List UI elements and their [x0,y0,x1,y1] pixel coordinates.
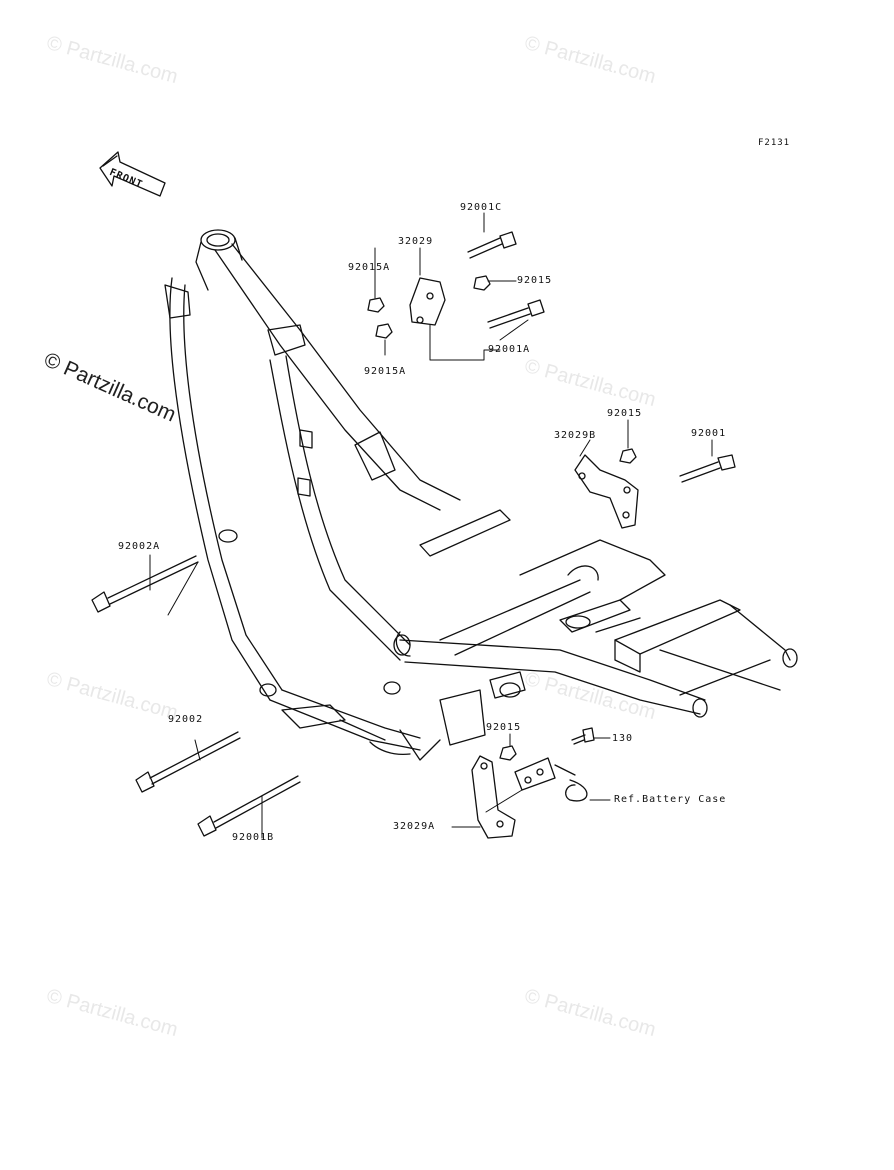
nut-92015-right [619,448,637,464]
part-label-32029[interactable]: 32029 [398,236,434,247]
battery-case-strap [514,757,588,802]
part-label-92001A[interactable]: 92001A [488,344,531,355]
part-label-92002A[interactable]: 92002A [118,541,161,552]
part-label-92015-lower[interactable]: 92015 [486,722,522,733]
part-label-92015A-top[interactable]: 92015A [348,262,391,273]
steering-head-tube [195,229,243,291]
bolt-92001A [487,299,545,329]
part-label-32029A[interactable]: 32029A [393,821,436,832]
engine-mount-bosses [383,671,526,761]
bracket-32029B [574,454,639,529]
left-down-tube [164,277,283,701]
bolt-92001C [467,231,517,259]
bracket-32029 [409,277,446,326]
lower-cradle-rails [269,689,421,756]
bolt-92002A [91,555,199,613]
part-label-130[interactable]: 130 [612,733,634,744]
bolt-92001 [679,454,736,483]
cross-tubes [419,509,666,656]
nut-92015A-bottom [375,323,393,339]
part-label-92002[interactable]: 92002 [168,714,204,725]
part-label-92001C[interactable]: 92001C [460,202,503,213]
part-label-92001[interactable]: 92001 [691,428,727,439]
bracket-32029A [471,755,516,839]
bolt-130 [571,727,595,745]
part-label-92015-top[interactable]: 92015 [517,275,553,286]
part-label-92001B[interactable]: 92001B [232,832,275,843]
part-label-92015A-bottom[interactable]: 92015A [364,366,407,377]
nut-92015A-top [367,297,385,313]
backbone-tube [214,243,461,511]
nut-92015-top [473,275,491,291]
rear-cross-member [559,599,798,718]
bolt-92001B [197,775,301,837]
diagram-code: F2131 [758,138,791,148]
lower-rear-rail [393,631,706,715]
leader-lines [149,212,713,839]
part-label-32029B[interactable]: 32029B [554,430,597,441]
bolt-92002 [135,731,241,793]
nut-92015-lower [499,745,517,761]
part-label-ref-battery-case: Ref.Battery Case [614,794,727,805]
part-label-92015-right[interactable]: 92015 [607,408,643,419]
front-arrow-icon [99,151,166,197]
right-down-tube [269,355,411,661]
